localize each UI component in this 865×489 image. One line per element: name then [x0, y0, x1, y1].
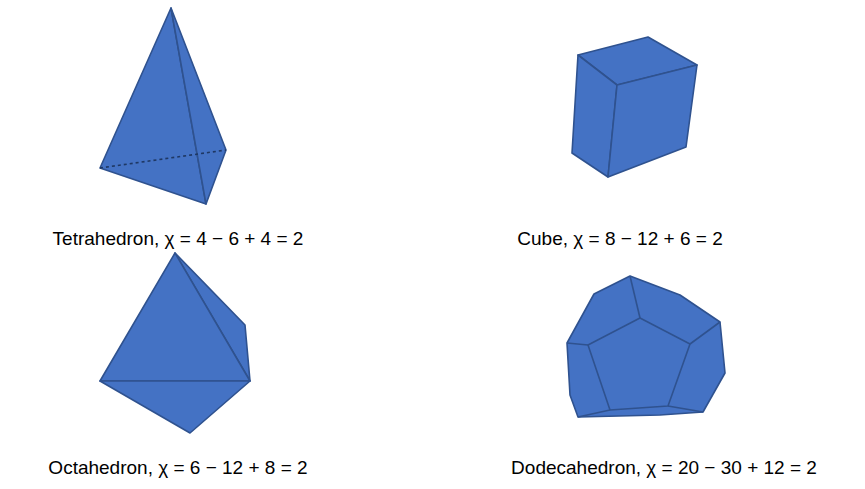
- octahedron: [100, 253, 250, 433]
- shape-caption: Octahedron, χ = 6 − 12 + 8 = 2: [48, 457, 307, 480]
- tetrahedron: [100, 8, 226, 204]
- shape-caption: Dodecahedron, χ = 20 − 30 + 12 = 2: [511, 457, 817, 480]
- shape-caption: Cube, χ = 8 − 12 + 6 = 2: [517, 228, 722, 251]
- dodecahedron: [567, 276, 725, 417]
- cube: [572, 37, 697, 177]
- shape-caption: Tetrahedron, χ = 4 − 6 + 4 = 2: [53, 228, 304, 251]
